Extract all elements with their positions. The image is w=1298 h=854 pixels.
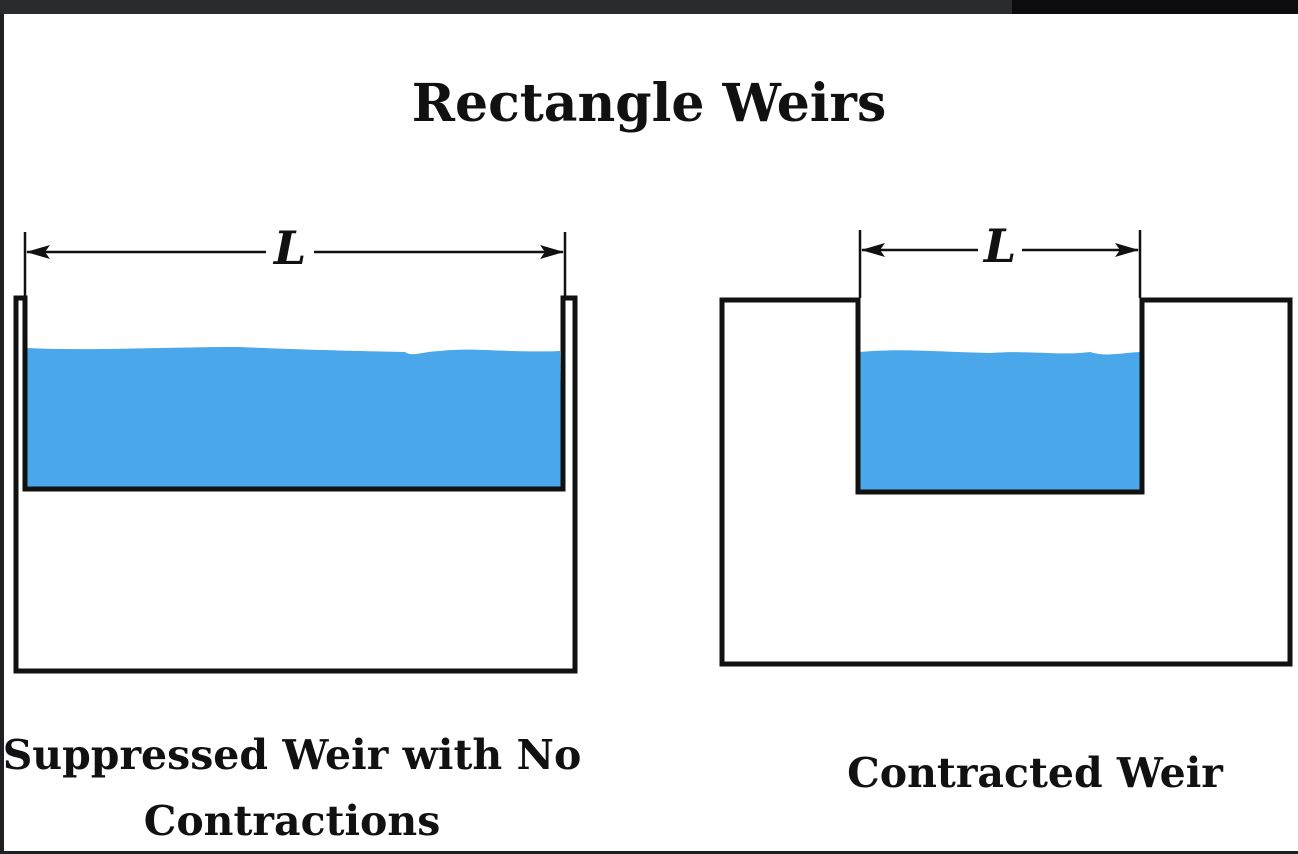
contracted-weir-outline: [719, 297, 1293, 667]
diagram-title: Rectangle Weirs: [411, 73, 887, 134]
suppressed-weir-outline: [13, 295, 578, 674]
suppressed-weir-caption: Suppressed Weir with No Contractions: [2, 731, 582, 845]
window-top-bar-accent: [1012, 0, 1298, 14]
suppressed-weir: L: [13, 221, 578, 674]
contracted-weir-length-label: L: [982, 219, 1016, 273]
suppressed-weir-water: [26, 347, 562, 488]
suppressed-weir-length-label: L: [272, 221, 306, 275]
contracted-weir: L: [719, 219, 1293, 667]
contracted-weir-caption: Contracted Weir: [847, 749, 1223, 797]
window-top-bar: [0, 0, 1298, 14]
contracted-weir-water: [860, 350, 1141, 491]
